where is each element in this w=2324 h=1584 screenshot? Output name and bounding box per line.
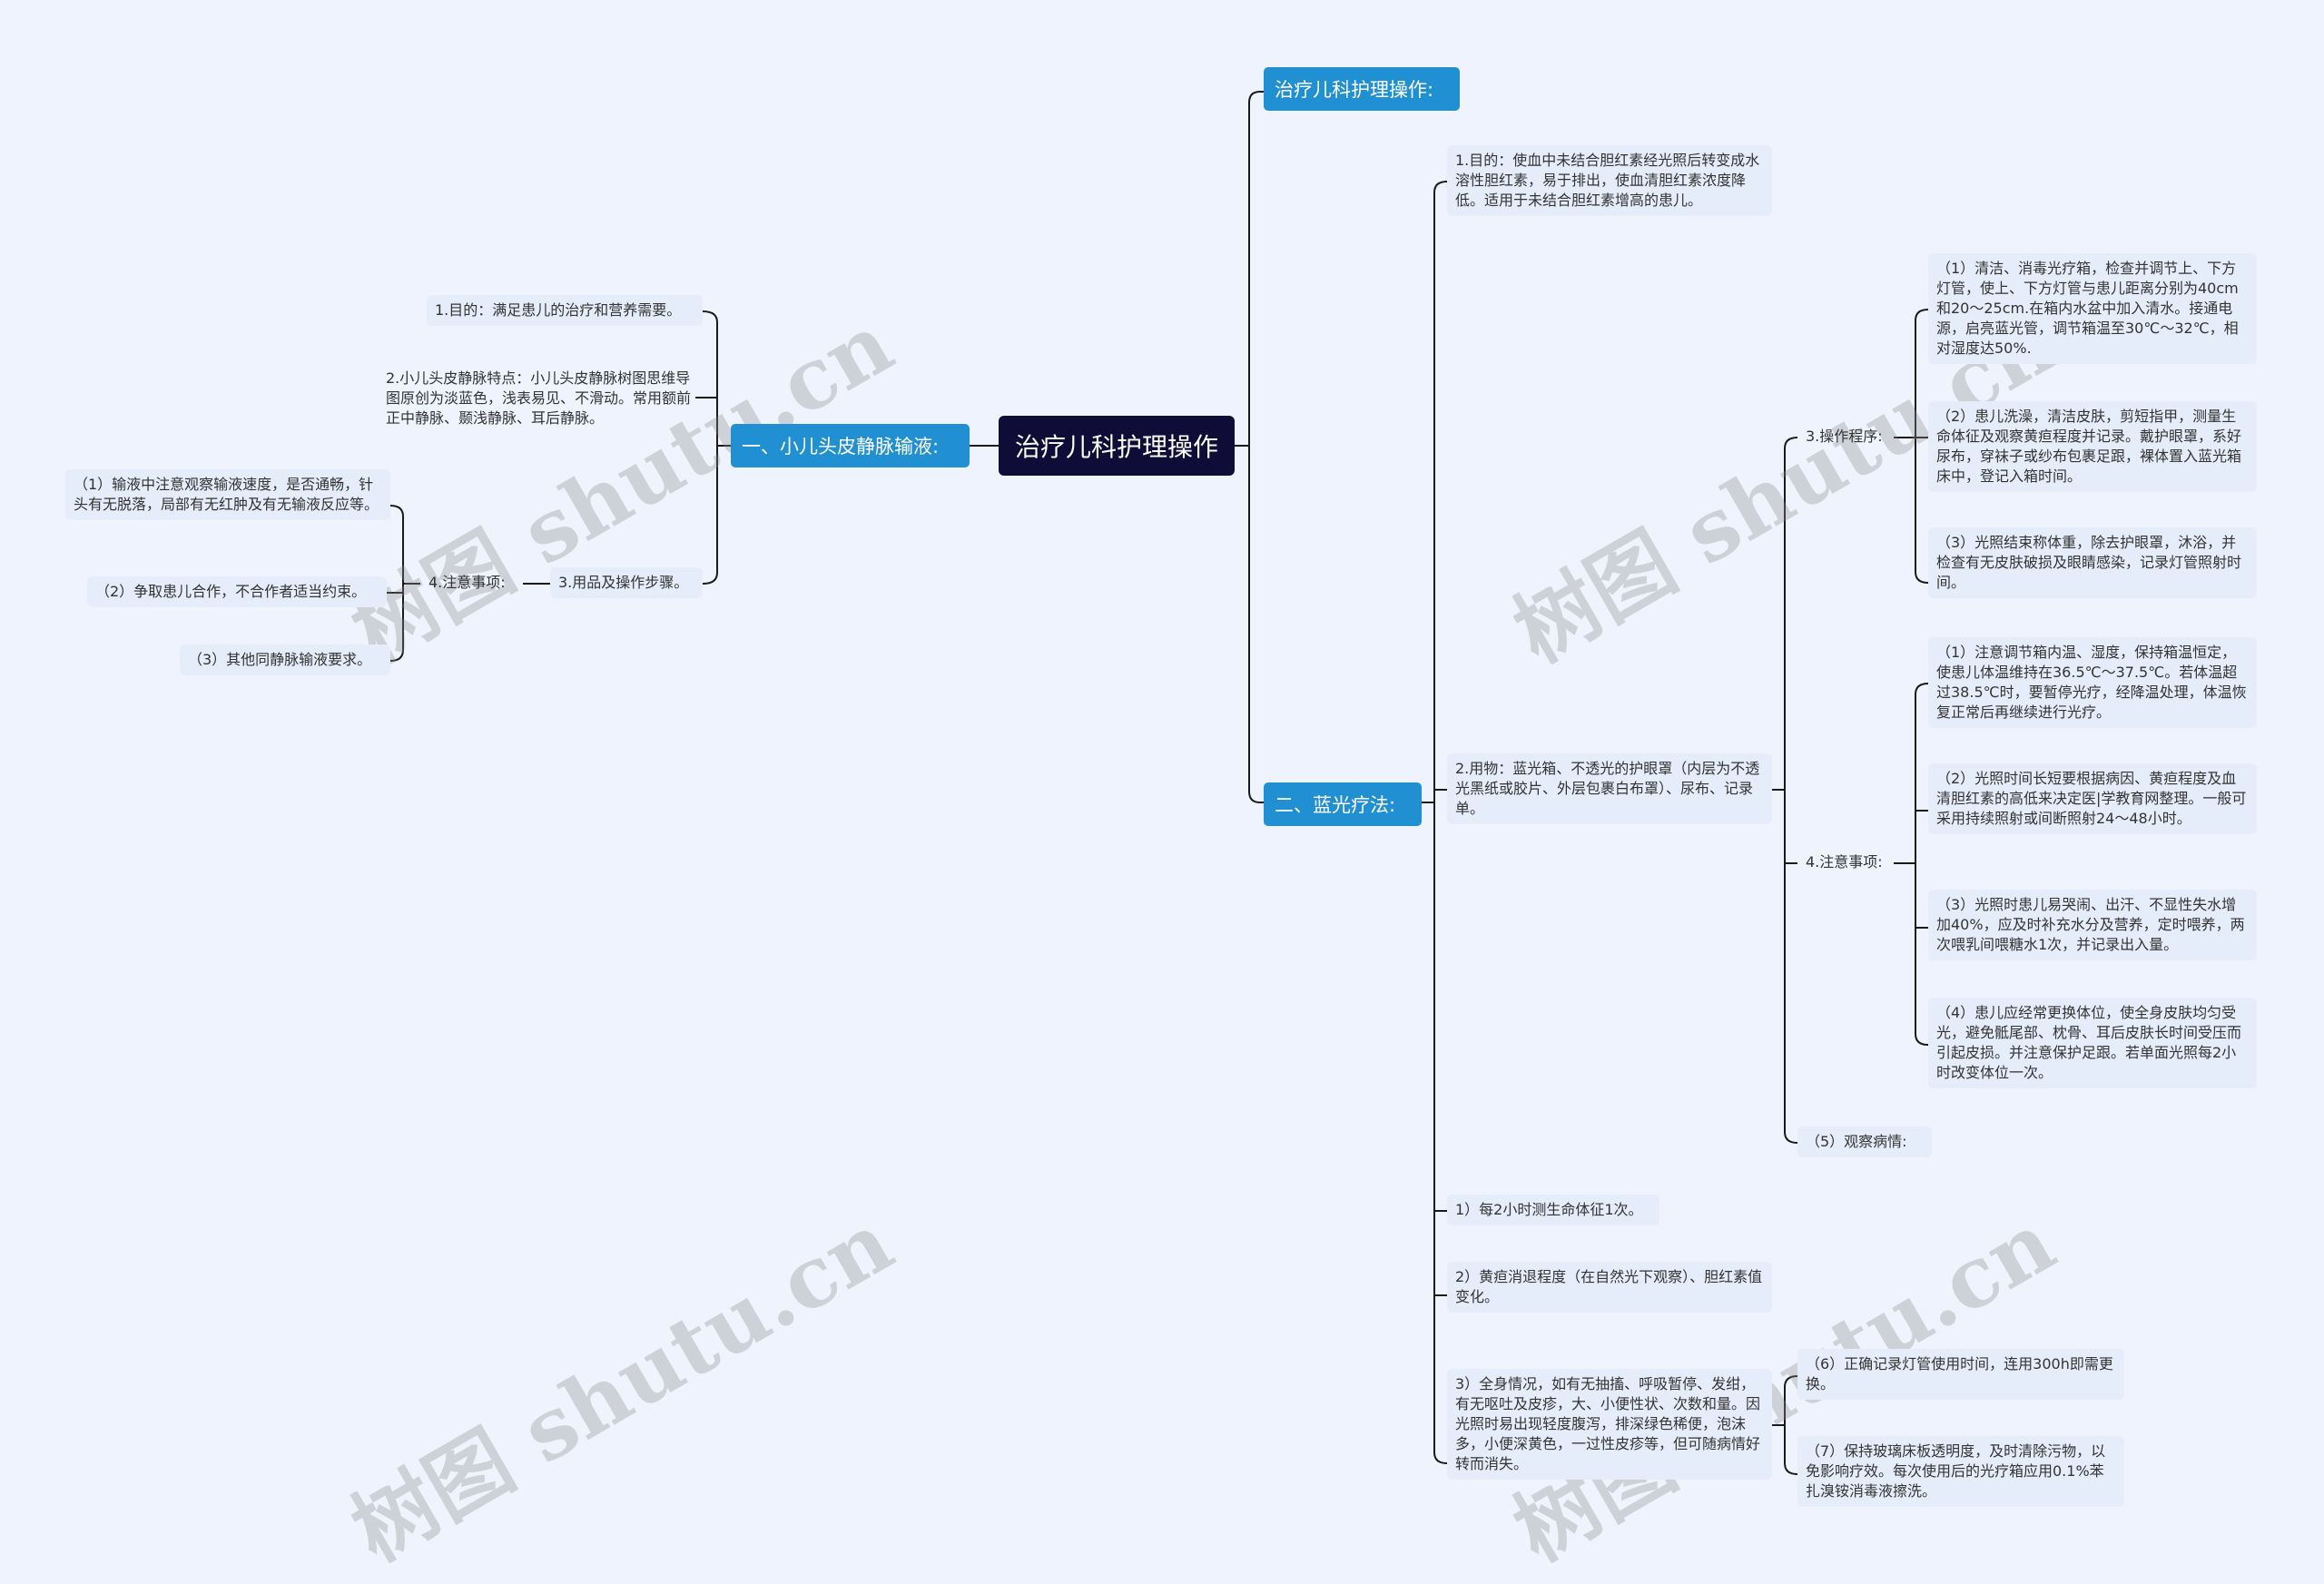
scalp-supplies-node[interactable]: 3.用品及操作步骤。 xyxy=(550,567,703,598)
branch-top-node[interactable]: 治疗儿科护理操作: xyxy=(1264,67,1460,111)
notes-item7-node[interactable]: （7）保持玻璃床板透明度，及时清除污物，以免影响疗效。每次使用后的光疗箱应用0.… xyxy=(1797,1436,2124,1507)
observe-item3-node[interactable]: 3）全身情况，如有无抽搐、呼吸暂停、发绀，有无呕吐及皮疹，大、小便性状、次数和量… xyxy=(1447,1369,1772,1480)
root-node[interactable]: 治疗儿科护理操作 xyxy=(999,416,1235,476)
scalp-note3-node[interactable]: （3）其他同静脉输液要求。 xyxy=(180,644,390,675)
bluelight-note5-node[interactable]: （5）观察病情: xyxy=(1797,1127,1932,1157)
notes-item3-node[interactable]: （3）光照时患儿易哭闹、出汗、不显性失水增加40%，应及时补充水分及营养，定时喂… xyxy=(1928,890,2257,960)
procedure-step1-node[interactable]: （1）清洁、消毒光疗箱，检查并调节上、下方灯管，使上、下方灯管与患儿距离分别为4… xyxy=(1928,253,2257,364)
branch-scalp-iv-label: 一、小儿头皮静脉输液: xyxy=(742,436,940,457)
notes-item1-node[interactable]: （1）注意调节箱内温、湿度，保持箱温恒定，使患儿体温维持在36.5℃～37.5℃… xyxy=(1928,637,2257,728)
scalp-notes-node[interactable]: 4.注意事项: xyxy=(428,574,506,591)
bluelight-procedure-node[interactable]: 3.操作程序: xyxy=(1806,428,1883,445)
branch-bluelight-node[interactable]: 二、蓝光疗法: xyxy=(1264,782,1422,826)
scalp-purpose-node[interactable]: 1.目的：满足患儿的治疗和营养需要。 xyxy=(427,295,703,326)
scalp-features-node[interactable]: 2.小儿头皮静脉特点：小儿头皮静脉树图思维导图原创为淡蓝色，浅表易见、不滑动。常… xyxy=(386,369,692,427)
notes-item6-node[interactable]: （6）正确记录灯管使用时间，连用300h即需更换。 xyxy=(1797,1349,2124,1400)
observe-item1-node[interactable]: 1）每2小时测生命体征1次。 xyxy=(1447,1195,1659,1225)
procedure-step3-node[interactable]: （3）光照结束称体重，除去护眼罩，沐浴，并检查有无皮肤破损及眼睛感染，记录灯管照… xyxy=(1928,527,2257,598)
notes-item4-node[interactable]: （4）患儿应经常更换体位，使全身皮肤均匀受光，避免骶尾部、枕骨、耳后皮肤长时间受… xyxy=(1928,998,2257,1088)
bluelight-notes-node[interactable]: 4.注意事项: xyxy=(1806,853,1883,871)
scalp-note2-node[interactable]: （2）争取患儿合作，不合作者适当约束。 xyxy=(87,576,387,607)
procedure-step2-node[interactable]: （2）患儿洗澡，清洁皮肤，剪短指甲，测量生命体征及观察黄疸程度并记录。戴护眼罩，… xyxy=(1928,401,2257,492)
observe-item2-node[interactable]: 2）黄疸消退程度（在自然光下观察）、胆红素值变化。 xyxy=(1447,1262,1772,1313)
branch-top-label: 治疗儿科护理操作: xyxy=(1275,79,1434,101)
branch-bluelight-label: 二、蓝光疗法: xyxy=(1275,794,1396,816)
branch-scalp-iv-node[interactable]: 一、小儿头皮静脉输液: xyxy=(731,424,970,467)
scalp-note1-node[interactable]: （1）输液中注意观察输液速度，是否通畅，针头有无脱落，局部有无红肿及有无输液反应… xyxy=(65,469,390,520)
notes-item2-node[interactable]: （2）光照时间长短要根据病因、黄疸程度及血清胆红素的高低来决定医|学教育网整理。… xyxy=(1928,763,2257,834)
root-label: 治疗儿科护理操作 xyxy=(1014,432,1218,462)
bluelight-purpose-node[interactable]: 1.目的：使血中未结合胆红素经光照后转变成水溶性胆红素，易于排出，使血清胆红素浓… xyxy=(1447,145,1772,216)
bluelight-supplies-node[interactable]: 2.用物：蓝光箱、不透光的护眼罩（内层为不透光黑纸或胶片、外层包裹白布罩）、尿布… xyxy=(1447,753,1772,824)
